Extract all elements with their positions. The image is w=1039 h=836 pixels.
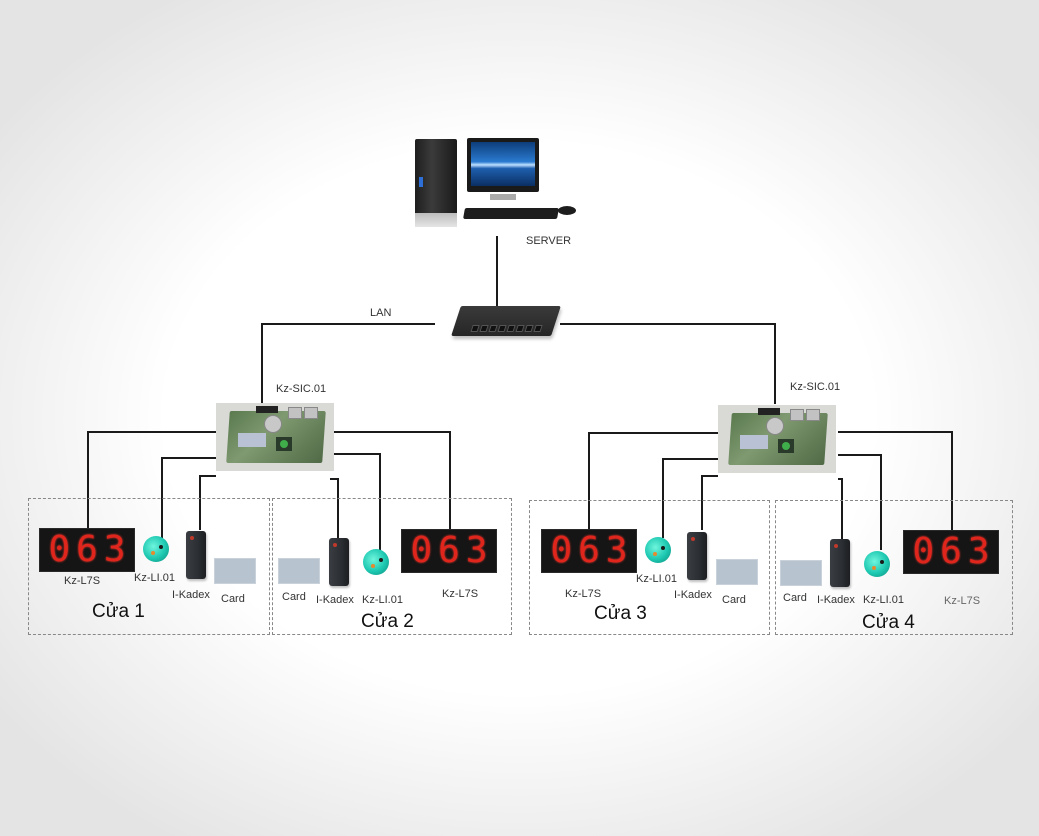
card-icon — [278, 558, 320, 584]
module-label: Kz-LI.01 — [636, 573, 677, 585]
wire-c1-module-2 — [330, 453, 381, 550]
wire-c2-display-3 — [588, 432, 718, 530]
card-reader-icon — [329, 538, 349, 586]
module-label: Kz-LI.01 — [863, 594, 904, 606]
reader-label: I-Kadex — [817, 594, 855, 606]
wire-switch-controller-1 — [261, 323, 435, 404]
led-display-value: 063 — [912, 531, 996, 572]
wire-c2-module-4 — [838, 454, 882, 550]
wire-switch-controller-2 — [560, 323, 776, 404]
card-icon — [716, 559, 758, 585]
controller-label-1: Kz-SIC.01 — [276, 383, 327, 395]
door-title-3: Cửa 3 — [594, 603, 647, 624]
display-label: Kz-L7S — [565, 588, 602, 600]
door-zone-4 — [775, 500, 1013, 635]
kz-li-module-icon — [363, 549, 389, 575]
led-display: 063 — [39, 528, 135, 572]
server — [412, 136, 592, 230]
controller-label-2: Kz-SIC.01 — [790, 381, 841, 393]
reader-label: I-Kadex — [316, 594, 354, 606]
card-label: Card — [282, 591, 306, 603]
wire-c2-reader-3 — [701, 475, 718, 530]
card-reader-icon — [687, 532, 707, 580]
monitor-icon — [467, 138, 539, 192]
led-display: 063 — [401, 529, 497, 573]
wire-c2-module-3 — [662, 458, 718, 538]
wire-c2-display-4 — [838, 431, 953, 530]
led-display-value: 063 — [410, 530, 494, 571]
card-icon — [780, 560, 822, 586]
wire-c1-module-1 — [161, 457, 216, 538]
door-zone-1 — [28, 498, 270, 635]
card-label: Card — [221, 593, 245, 605]
monitor-stand — [490, 194, 516, 200]
door-title-4: Cửa 4 — [862, 612, 915, 633]
card-label: Card — [722, 594, 746, 606]
network-switch-icon — [451, 306, 561, 336]
display-label: Kz-L7S — [64, 575, 101, 587]
card-reader-icon — [830, 539, 850, 587]
kz-li-module-icon — [143, 536, 169, 562]
controller-board-icon — [216, 403, 334, 471]
wire-c1-reader-1 — [199, 475, 216, 530]
wire-c1-reader-2 — [330, 478, 339, 540]
display-label: Kz-L7S — [944, 595, 981, 607]
keyboard-icon — [463, 208, 559, 219]
module-label: Kz-LI.01 — [362, 594, 403, 606]
door-title-1: Cửa 1 — [92, 601, 145, 622]
card-reader-icon — [186, 531, 206, 579]
wire-c2-reader-4 — [838, 478, 843, 540]
door-zone-2 — [272, 498, 512, 635]
wire-c1-display-1 — [87, 431, 216, 528]
lan-label: LAN — [370, 307, 392, 319]
server-label: SERVER — [526, 235, 572, 247]
server-tower-icon — [415, 139, 457, 227]
reader-label: I-Kadex — [172, 589, 210, 601]
reader-label: I-Kadex — [674, 589, 712, 601]
module-label: Kz-LI.01 — [134, 572, 175, 584]
door-title-2: Cửa 2 — [361, 611, 414, 632]
led-display-value: 063 — [550, 530, 634, 571]
kz-li-module-icon — [864, 551, 890, 577]
display-label: Kz-L7S — [442, 588, 479, 600]
kz-li-module-icon — [645, 537, 671, 563]
door-zone-3 — [529, 500, 770, 635]
controller-board-icon — [718, 405, 836, 473]
card-icon — [214, 558, 256, 584]
wire-c1-display-2 — [330, 431, 451, 530]
card-label: Card — [783, 592, 807, 604]
led-display: 063 — [903, 530, 999, 574]
mouse-icon — [558, 206, 576, 215]
led-display-value: 063 — [48, 529, 132, 570]
led-display: 063 — [541, 529, 637, 573]
